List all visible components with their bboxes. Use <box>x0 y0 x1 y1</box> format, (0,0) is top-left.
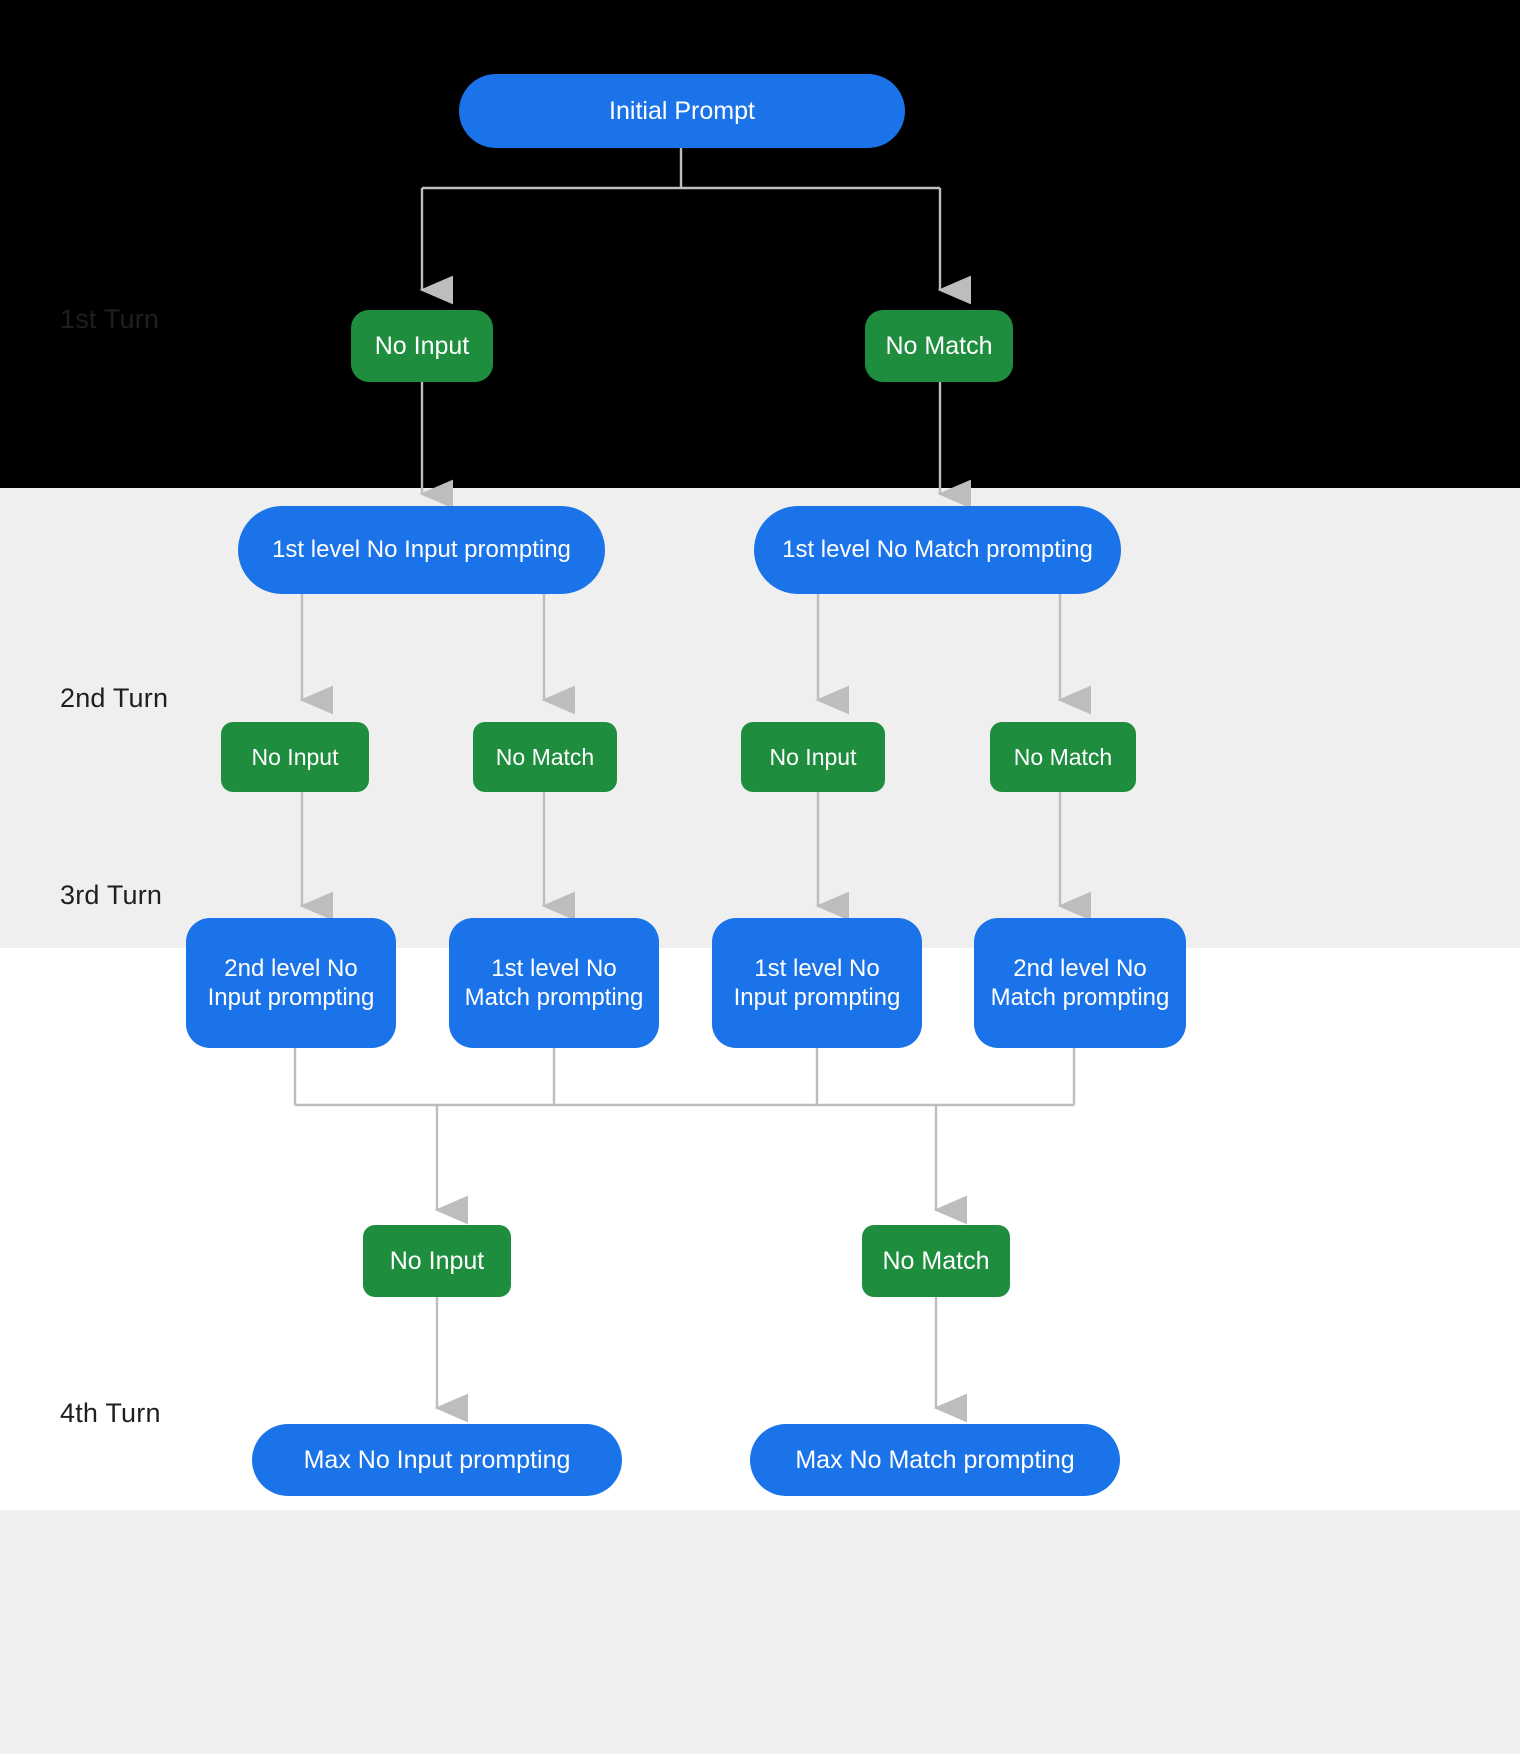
node-turn2-first-level-no-input-prompting-label: 1st level No Input prompting <box>272 536 571 564</box>
node-turn2-event-no-input-left-label: No Input <box>251 743 339 770</box>
node-turn2-first-level-no-input-prompting[interactable]: 1st level No Input prompting <box>238 506 605 594</box>
node-turn1-no-match[interactable]: No Match <box>865 310 1013 382</box>
node-turn3-second-level-no-input-prompting-label: 2nd level No Input prompting <box>207 954 375 1011</box>
node-turn2-event-no-match-right-label: No Match <box>1013 743 1113 770</box>
node-turn3-event-no-match-label: No Match <box>882 1246 990 1275</box>
node-turn4-max-no-input-prompting-label: Max No Input prompting <box>303 1445 571 1474</box>
node-turn3-first-level-no-match-prompting-label: 1st level No Match prompting <box>464 954 644 1011</box>
node-turn3-event-no-input-label: No Input <box>389 1246 485 1275</box>
node-turn3-event-no-match[interactable]: No Match <box>862 1225 1010 1297</box>
node-turn3-first-level-no-match-prompting[interactable]: 1st level No Match prompting <box>449 918 659 1048</box>
node-turn3-first-level-no-input-prompting-label: 1st level No Input prompting <box>733 954 901 1011</box>
node-turn1-no-input[interactable]: No Input <box>351 310 493 382</box>
node-turn2-event-no-match-right[interactable]: No Match <box>990 722 1136 792</box>
node-turn2-first-level-no-match-prompting[interactable]: 1st level No Match prompting <box>754 506 1121 594</box>
node-turn1-no-match-label: No Match <box>885 331 993 360</box>
node-turn2-event-no-match-left-label: No Match <box>495 743 595 770</box>
turn-label-4th: 4th Turn <box>60 1398 161 1428</box>
node-initial-prompt[interactable]: Initial Prompt <box>459 74 905 148</box>
turn-label-2nd: 2nd Turn <box>60 683 169 713</box>
node-turn3-second-level-no-input-prompting[interactable]: 2nd level No Input prompting <box>186 918 396 1048</box>
node-turn2-first-level-no-match-prompting-label: 1st level No Match prompting <box>782 536 1093 564</box>
node-turn2-event-no-input-right-label: No Input <box>769 743 857 770</box>
node-turn1-no-input-label: No Input <box>374 331 470 360</box>
node-turn4-max-no-match-prompting[interactable]: Max No Match prompting <box>750 1424 1120 1496</box>
node-turn3-second-level-no-match-prompting[interactable]: 2nd level No Match prompting <box>974 918 1186 1048</box>
turn-label-1st: 1st Turn <box>60 304 160 334</box>
node-turn3-first-level-no-input-prompting[interactable]: 1st level No Input prompting <box>712 918 922 1048</box>
node-turn3-second-level-no-match-prompting-label: 2nd level No Match prompting <box>990 954 1170 1011</box>
node-initial-prompt-label: Initial Prompt <box>609 96 755 125</box>
node-turn3-event-no-input[interactable]: No Input <box>363 1225 511 1297</box>
band-4th-turn <box>0 1510 1520 1754</box>
node-turn2-event-no-match-left[interactable]: No Match <box>473 722 617 792</box>
node-turn4-max-no-match-prompting-label: Max No Match prompting <box>795 1445 1075 1474</box>
node-turn2-event-no-input-left[interactable]: No Input <box>221 722 369 792</box>
node-turn2-event-no-input-right[interactable]: No Input <box>741 722 885 792</box>
turn-label-3rd: 3rd Turn <box>60 880 163 910</box>
node-turn4-max-no-input-prompting[interactable]: Max No Input prompting <box>252 1424 622 1496</box>
